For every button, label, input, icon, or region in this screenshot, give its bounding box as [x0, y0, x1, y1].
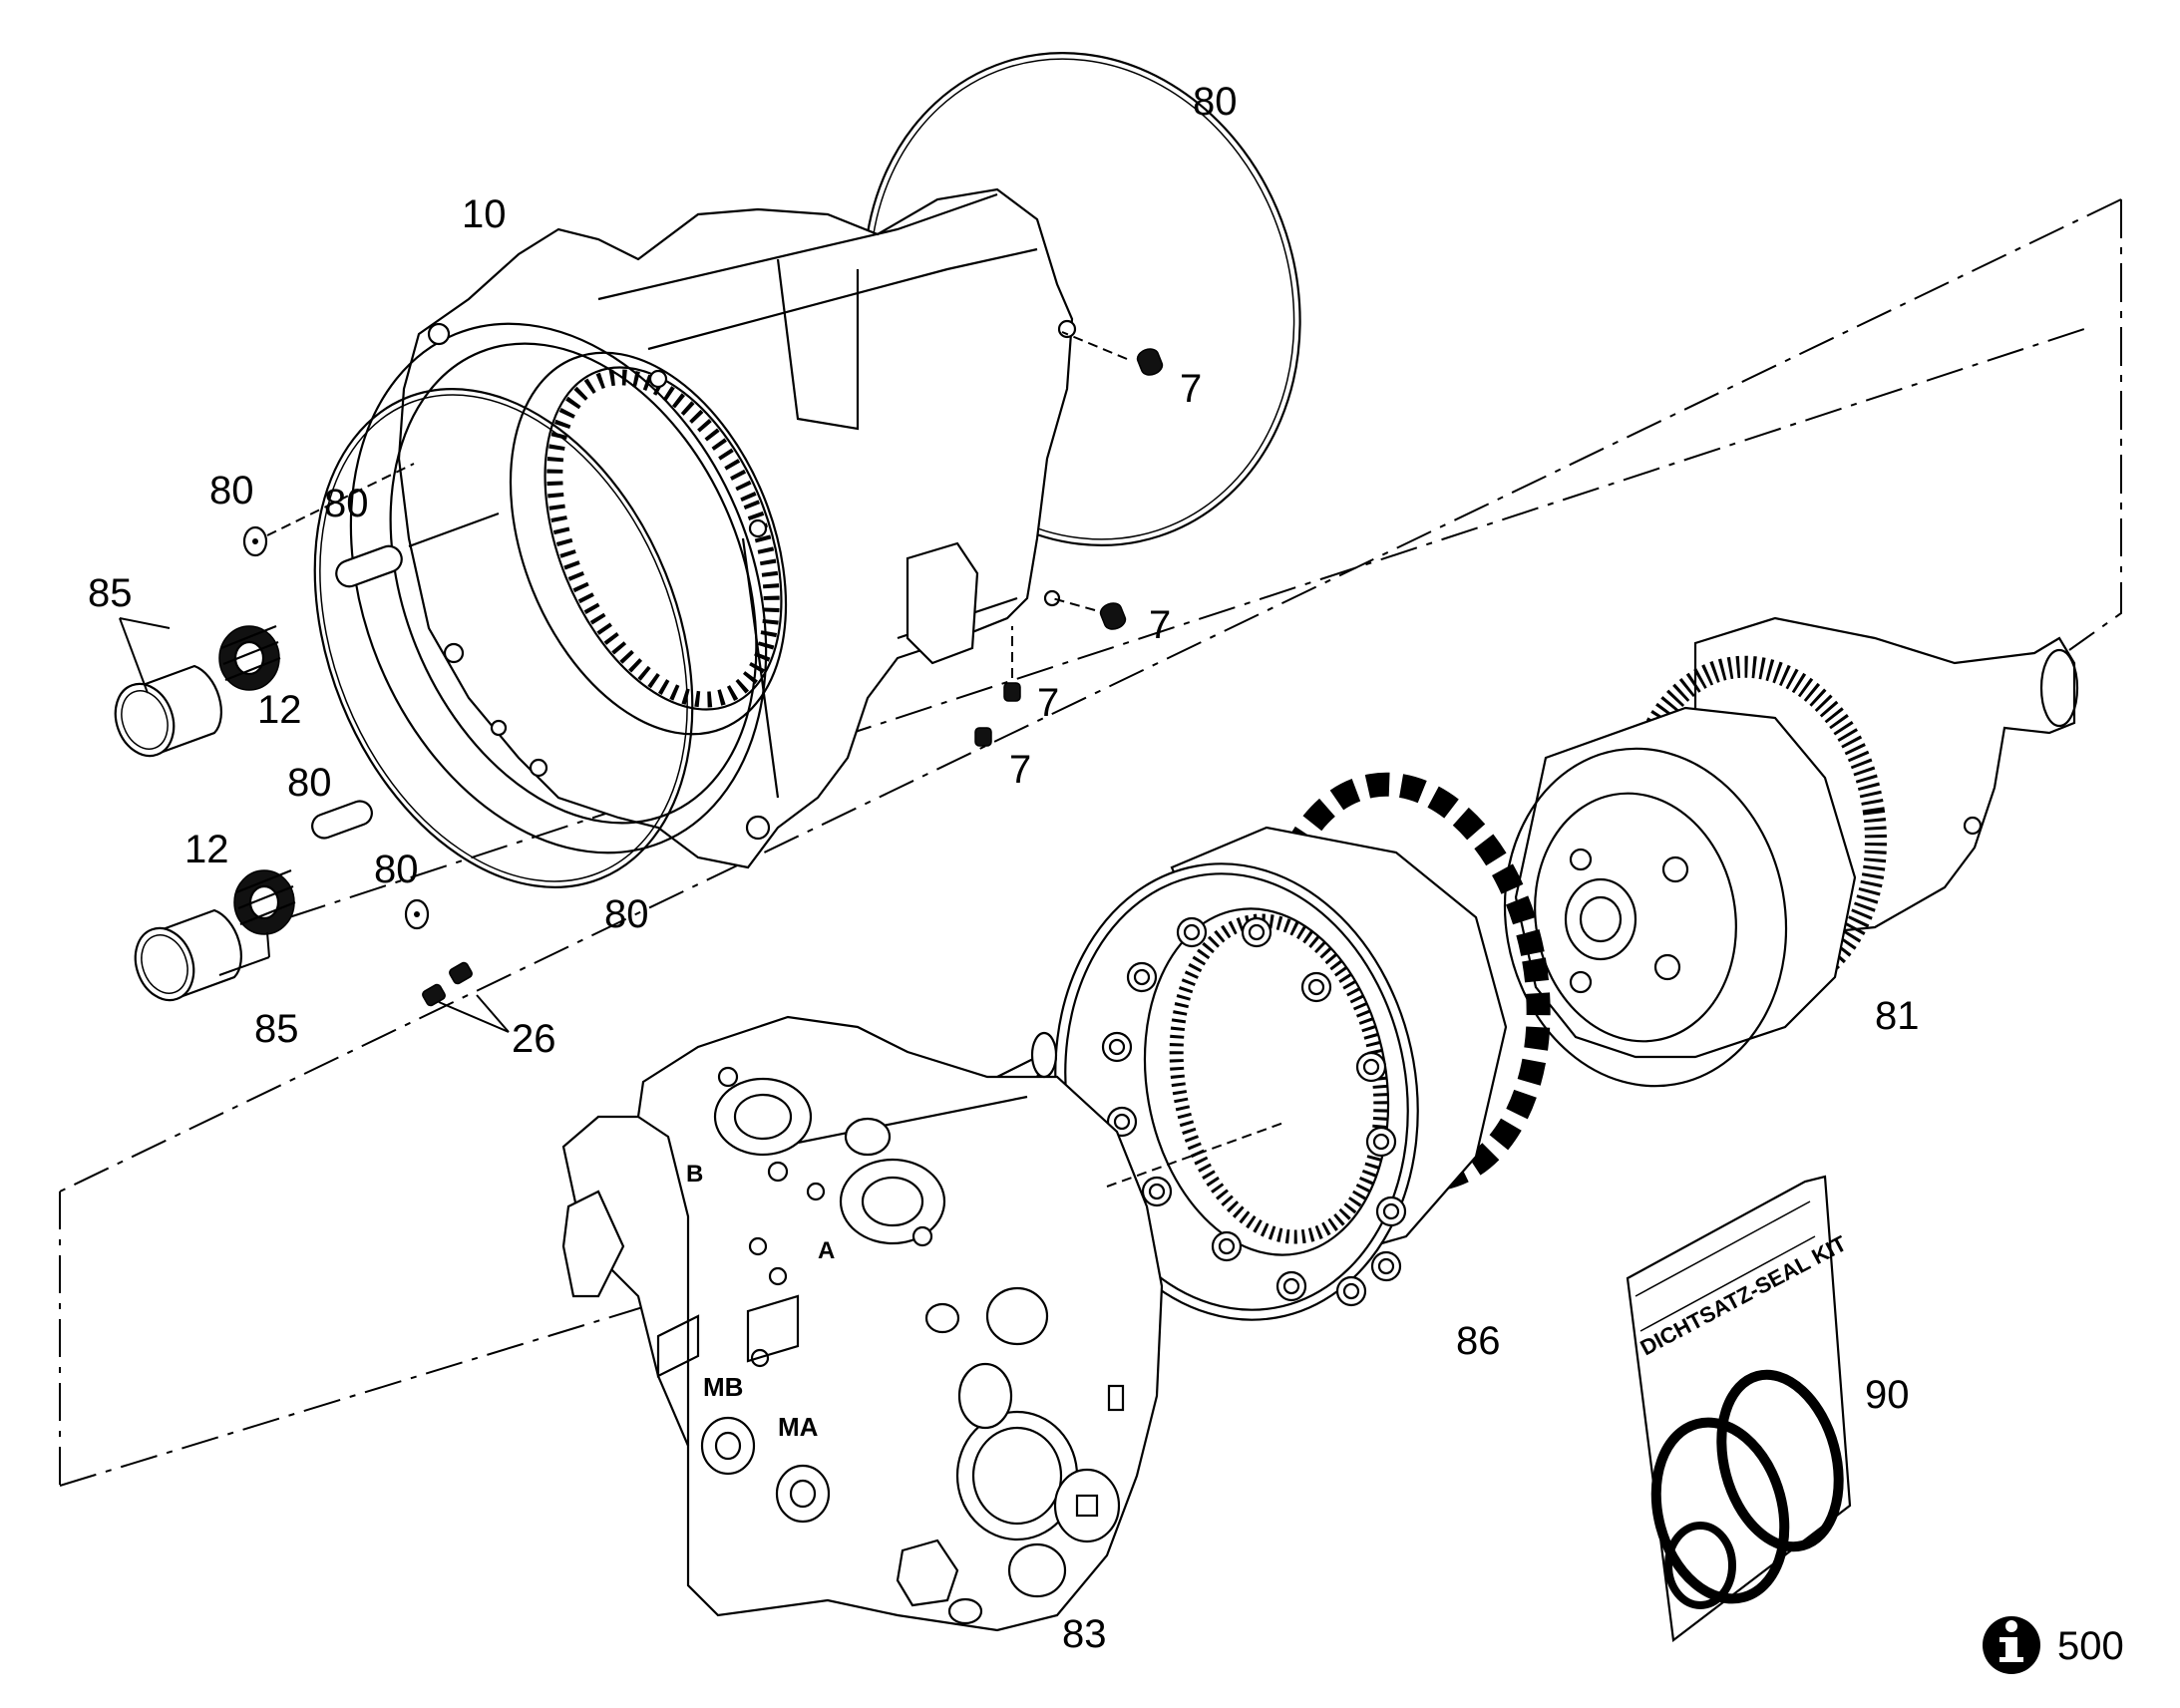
- callout-7-a: 7: [1180, 367, 1202, 411]
- callout-85-top: 85: [88, 571, 133, 615]
- piston-85-bottom: [134, 908, 242, 1002]
- callout-81: 81: [1875, 994, 1920, 1038]
- callout-80-l3: 80: [287, 761, 332, 805]
- info-badge: 500: [1983, 1616, 2124, 1674]
- spring-12-bottom: [233, 868, 296, 935]
- port-mark-ma: MA: [778, 1412, 819, 1442]
- port-mark-a: A: [818, 1237, 835, 1264]
- o-ring-80-flange: [313, 388, 694, 888]
- callout-12-bot: 12: [184, 828, 229, 871]
- callout-80-top: 80: [1193, 80, 1238, 124]
- info-number: 500: [2057, 1624, 2124, 1668]
- callout-86: 86: [1456, 1319, 1501, 1363]
- callout-12-top: 12: [257, 688, 302, 732]
- plugs-26: [422, 961, 473, 1007]
- port-mark-b: B: [686, 1161, 703, 1188]
- callout-90: 90: [1865, 1373, 1910, 1417]
- callout-85-bot: 85: [254, 1007, 299, 1051]
- pin-80-top: [335, 512, 500, 588]
- plug-7-a: [1061, 331, 1164, 376]
- internal-spline: [546, 369, 780, 708]
- callout-7-d: 7: [1009, 748, 1031, 792]
- callout-10: 10: [462, 192, 507, 236]
- plug-7-c: [1003, 626, 1021, 702]
- callout-7-b: 7: [1149, 603, 1171, 647]
- piston-85-top: [114, 664, 222, 758]
- washer-80-top: [242, 525, 268, 557]
- rotating-group-81: [1503, 616, 2079, 1088]
- valve-body-83: [561, 1015, 1287, 1632]
- callout-80-l2: 80: [324, 482, 369, 525]
- housing-10: [349, 187, 1077, 869]
- washer-80-bottom: [404, 898, 430, 930]
- callout-80-l4: 80: [374, 848, 419, 891]
- seal-kit-90: [1626, 1175, 1852, 1643]
- pin-80-bottom: [311, 800, 373, 840]
- callout-83: 83: [1062, 1612, 1107, 1656]
- callout-7-c: 7: [1037, 681, 1059, 725]
- callout-26: 26: [512, 1017, 556, 1061]
- port-mark-mb: MB: [703, 1372, 743, 1402]
- plug-7-d: [974, 727, 992, 747]
- callout-80-l5: 80: [604, 892, 649, 936]
- plug-7-b: [1051, 597, 1127, 630]
- brake-bolt-holes: [1101, 916, 1407, 1307]
- callout-80-l1: 80: [209, 469, 254, 512]
- housing-port-marks: B A MB MA: [686, 1161, 835, 1442]
- callout-labels: 80 10 7 7 7 7 80 80 85 12 80 12 80 80 85…: [88, 80, 1920, 1656]
- callout-leaders: [119, 617, 510, 1033]
- spring-12-top: [218, 624, 281, 691]
